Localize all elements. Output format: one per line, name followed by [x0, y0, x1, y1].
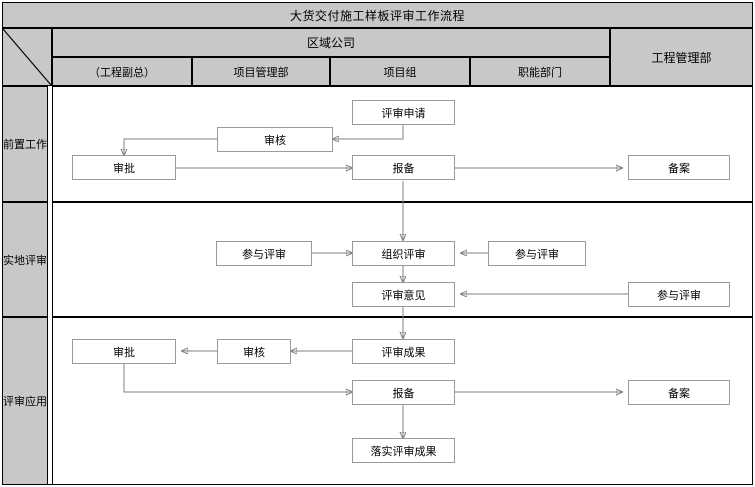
row-label-review-application: 评审应用 [2, 317, 48, 485]
node-review-application[interactable]: 评审申请 [352, 100, 455, 125]
node-review-result[interactable]: 评审成果 [352, 339, 455, 364]
row-label-preparation: 前置工作 [2, 86, 48, 202]
node-report[interactable]: 报备 [352, 155, 455, 180]
node-participate-far[interactable]: 参与评审 [628, 282, 730, 307]
column-header-engineering-dept: 工程管理部 [610, 28, 753, 86]
corner-cell [2, 28, 52, 86]
node-participate-left[interactable]: 参与评审 [216, 241, 312, 266]
node-organize-review[interactable]: 组织评审 [352, 241, 455, 266]
node-review-opinion[interactable]: 评审意见 [352, 282, 455, 307]
node-file[interactable]: 备案 [628, 155, 730, 180]
column-header-vice-president: （工程副总） [52, 57, 192, 86]
column-header-functional-dept: 职能部门 [470, 57, 610, 86]
node-file-3[interactable]: 备案 [628, 380, 730, 405]
node-approve[interactable]: 审批 [72, 155, 176, 180]
column-header-project-team: 项目组 [330, 57, 470, 86]
node-implement-result[interactable]: 落实评审成果 [352, 438, 455, 463]
column-header-project-management: 项目管理部 [192, 57, 330, 86]
row-label-onsite-review: 实地评审 [2, 202, 48, 317]
node-approve-3[interactable]: 审批 [72, 339, 176, 364]
group-header-region-company: 区域公司 [52, 28, 610, 57]
node-review-check[interactable]: 审核 [217, 127, 333, 152]
node-review-check-3[interactable]: 审核 [217, 339, 291, 364]
diagonal-divider-icon [3, 29, 51, 85]
node-report-3[interactable]: 报备 [352, 380, 455, 405]
node-participate-right[interactable]: 参与评审 [488, 241, 586, 266]
page-title: 大货交付施工样板评审工作流程 [2, 2, 753, 28]
